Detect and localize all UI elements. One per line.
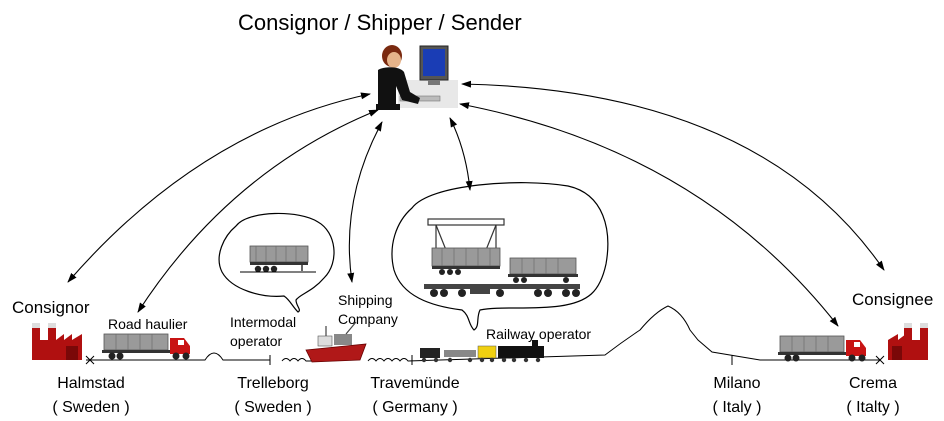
country-name: ( Germany ) [372, 399, 458, 416]
city-name: Travemünde [370, 375, 460, 392]
road-haulier-label: Road haulier [108, 316, 188, 332]
consignor-label: Consignor [12, 298, 90, 317]
intermodal-operator-label-line1: Intermodal [230, 314, 297, 330]
country-name: ( Italty ) [846, 399, 900, 416]
diagram-title: Consignor / Shipper / Sender [238, 10, 522, 35]
city-name: Halmstad [57, 375, 125, 392]
railway-thought-bubble [391, 182, 609, 331]
truck-icon [102, 333, 190, 360]
country-name: ( Sweden ) [52, 399, 130, 416]
ship-icon [305, 321, 367, 363]
intermodal-thought-bubble [218, 212, 335, 313]
office-worker-icon [376, 45, 458, 110]
route-markers [85, 355, 885, 365]
shipping-company-label-line2: Company [338, 311, 398, 327]
city-name: Trelleborg [237, 375, 309, 392]
country-name: ( Italy ) [712, 399, 762, 416]
factory-icon [32, 323, 82, 360]
railway-operator-label: Railway operator [486, 326, 592, 342]
country-name: ( Sweden ) [234, 399, 312, 416]
truck-icon [778, 335, 866, 362]
location-trelleborg: Trelleborg ( Sweden ) [208, 372, 338, 420]
consignee-label: Consignee [852, 290, 934, 309]
intermodal-operator-label-line2: operator [230, 333, 283, 349]
location-crema: Crema ( Italty ) [808, 372, 938, 420]
city-name: Crema [848, 375, 897, 392]
train-icon [420, 340, 544, 363]
city-name: Milano [713, 375, 761, 392]
location-halmstad: Halmstad ( Sweden ) [26, 372, 156, 420]
factory-icon [888, 323, 928, 360]
location-milano: Milano ( Italy ) [672, 372, 802, 420]
communication-arrows [67, 80, 885, 327]
shipping-company-label-line1: Shipping [338, 292, 393, 308]
location-travemunde: Travemünde ( Germany ) [350, 372, 480, 420]
